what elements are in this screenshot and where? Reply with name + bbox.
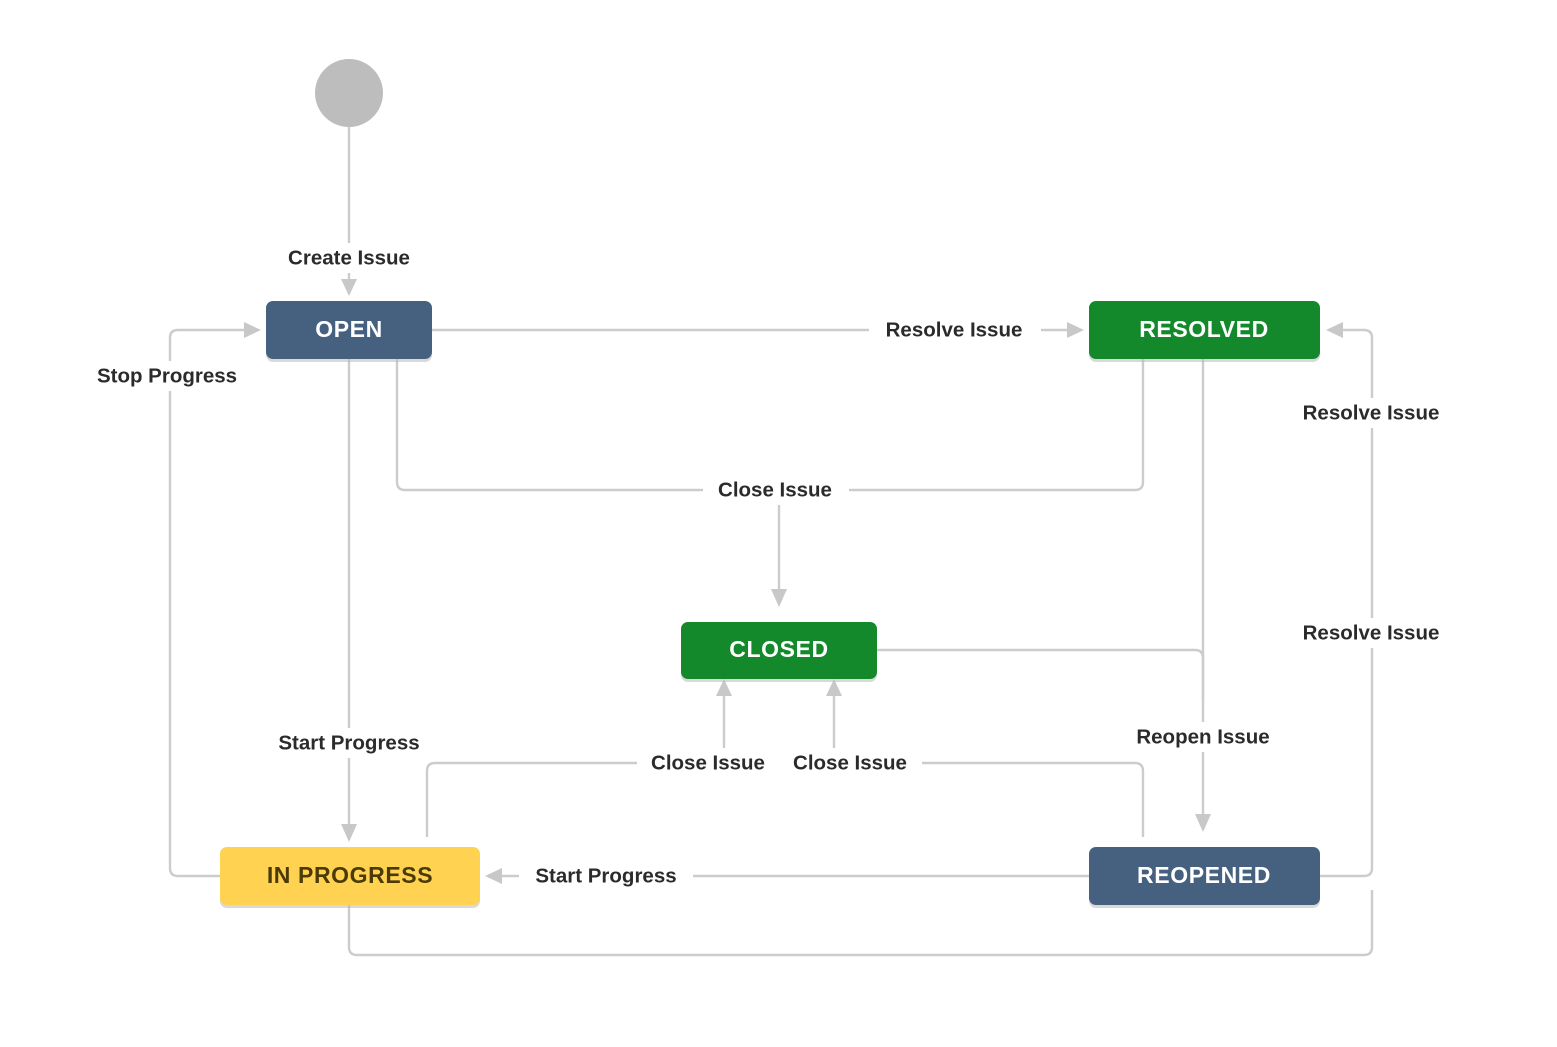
label-bg-close-issue-reopened [780,748,922,778]
node-open-label: OPEN [315,316,383,342]
edge-label-resolve-issue-open-resolved: Resolve Issue [886,318,1023,341]
edge-path-close-issue-open [395,359,779,492]
edge-reopen-issue [1195,359,1211,832]
arrowhead-close-issue-reopened [826,679,842,696]
edge-label-close-issue-top: Close Issue [718,478,832,501]
node-start[interactable] [315,59,383,127]
node-reopened[interactable]: REOPENED [1089,847,1320,908]
edge-path-resolve-issue-inprogress [347,890,1374,957]
node-reopened-label: REOPENED [1137,862,1271,888]
edge-label-start-progress-open: Start Progress [278,731,419,754]
edge-close-issue-open [395,359,779,492]
label-bg-resolve-inprogress [1286,618,1458,648]
nodes-layer: OPEN RESOLVED CLOSED IN PROGRESS [220,59,1320,908]
edge-label-start-progress-reopened: Start Progress [535,864,676,887]
edge-label-stop-progress: Stop Progress [97,364,237,387]
label-bg-close-issue-top [703,475,849,505]
edge-closed-to-reopened [877,648,1205,700]
node-closed-rect[interactable] [681,622,877,679]
edge-close-issue-resolved [779,359,1145,492]
edge-stop-progress [168,322,261,878]
edge-label-close-issue-reopened: Close Issue [793,751,907,774]
arrowhead-close-issue-inprogress [716,679,732,696]
label-bg-resolve-open-resolved [869,315,1041,345]
node-open[interactable]: OPEN [266,301,432,362]
edge-path-close-issue-inprogress [425,761,724,837]
node-closed-label: CLOSED [729,636,828,662]
edge-path-close-issue-reopened [834,761,1145,837]
edge-path-close-issue-resolved [779,359,1145,492]
node-in-progress[interactable]: IN PROGRESS [220,847,480,908]
edge-resolve-issue-inprogress [347,890,1374,957]
edge-label-resolve-issue-inprogress: Resolve Issue [1303,621,1440,644]
node-open-rect[interactable] [266,301,432,359]
label-bg-start-progress-open [263,728,437,758]
label-bg-reopen-issue [1124,722,1284,752]
label-bg-close-issue-inprogress [637,748,779,778]
edge-labels-layer: Create Issue Resolve Issue Stop Progress… [82,243,1458,891]
arrowhead-start-progress-reopened [485,868,502,884]
arrowhead-start-progress-open [341,824,357,842]
node-in-progress-rect[interactable] [220,847,480,905]
label-bg-stop-progress [82,361,254,391]
edge-label-create-issue: Create Issue [288,246,410,269]
start-node-circle[interactable] [315,59,383,127]
edge-resolve-issue-reopened [1320,322,1374,878]
edge-close-issue-drop [771,490,787,607]
node-reopened-rect[interactable] [1089,847,1320,905]
edge-path-resolve-issue-reopened [1320,328,1374,878]
node-resolved-label: RESOLVED [1139,316,1269,342]
label-bg-start-progress-reopened [519,861,693,891]
edge-label-close-issue-inprogress: Close Issue [651,751,765,774]
edge-label-resolve-issue-reopened: Resolve Issue [1303,401,1440,424]
node-resolved-rect[interactable] [1089,301,1320,359]
edge-label-reopen-issue: Reopen Issue [1136,725,1269,748]
node-closed[interactable]: CLOSED [681,622,877,682]
arrowhead-stop-progress [244,322,261,338]
arrowhead-create-issue [341,279,357,296]
edge-path-closed-to-reopened [877,648,1205,700]
arrowhead-resolve-open-resolved [1067,322,1084,338]
label-bg-resolve-reopened [1286,398,1458,428]
arrowhead-reopen-issue [1195,814,1211,832]
arrowhead-close-issue-drop [771,589,787,607]
edge-path-stop-progress [168,328,256,878]
label-bg-create-issue [274,243,424,273]
edge-start-progress-open [341,359,357,842]
node-in-progress-label: IN PROGRESS [267,862,433,888]
node-resolved[interactable]: RESOLVED [1089,301,1320,362]
arrowhead-resolve-issue-reopened [1326,322,1343,338]
